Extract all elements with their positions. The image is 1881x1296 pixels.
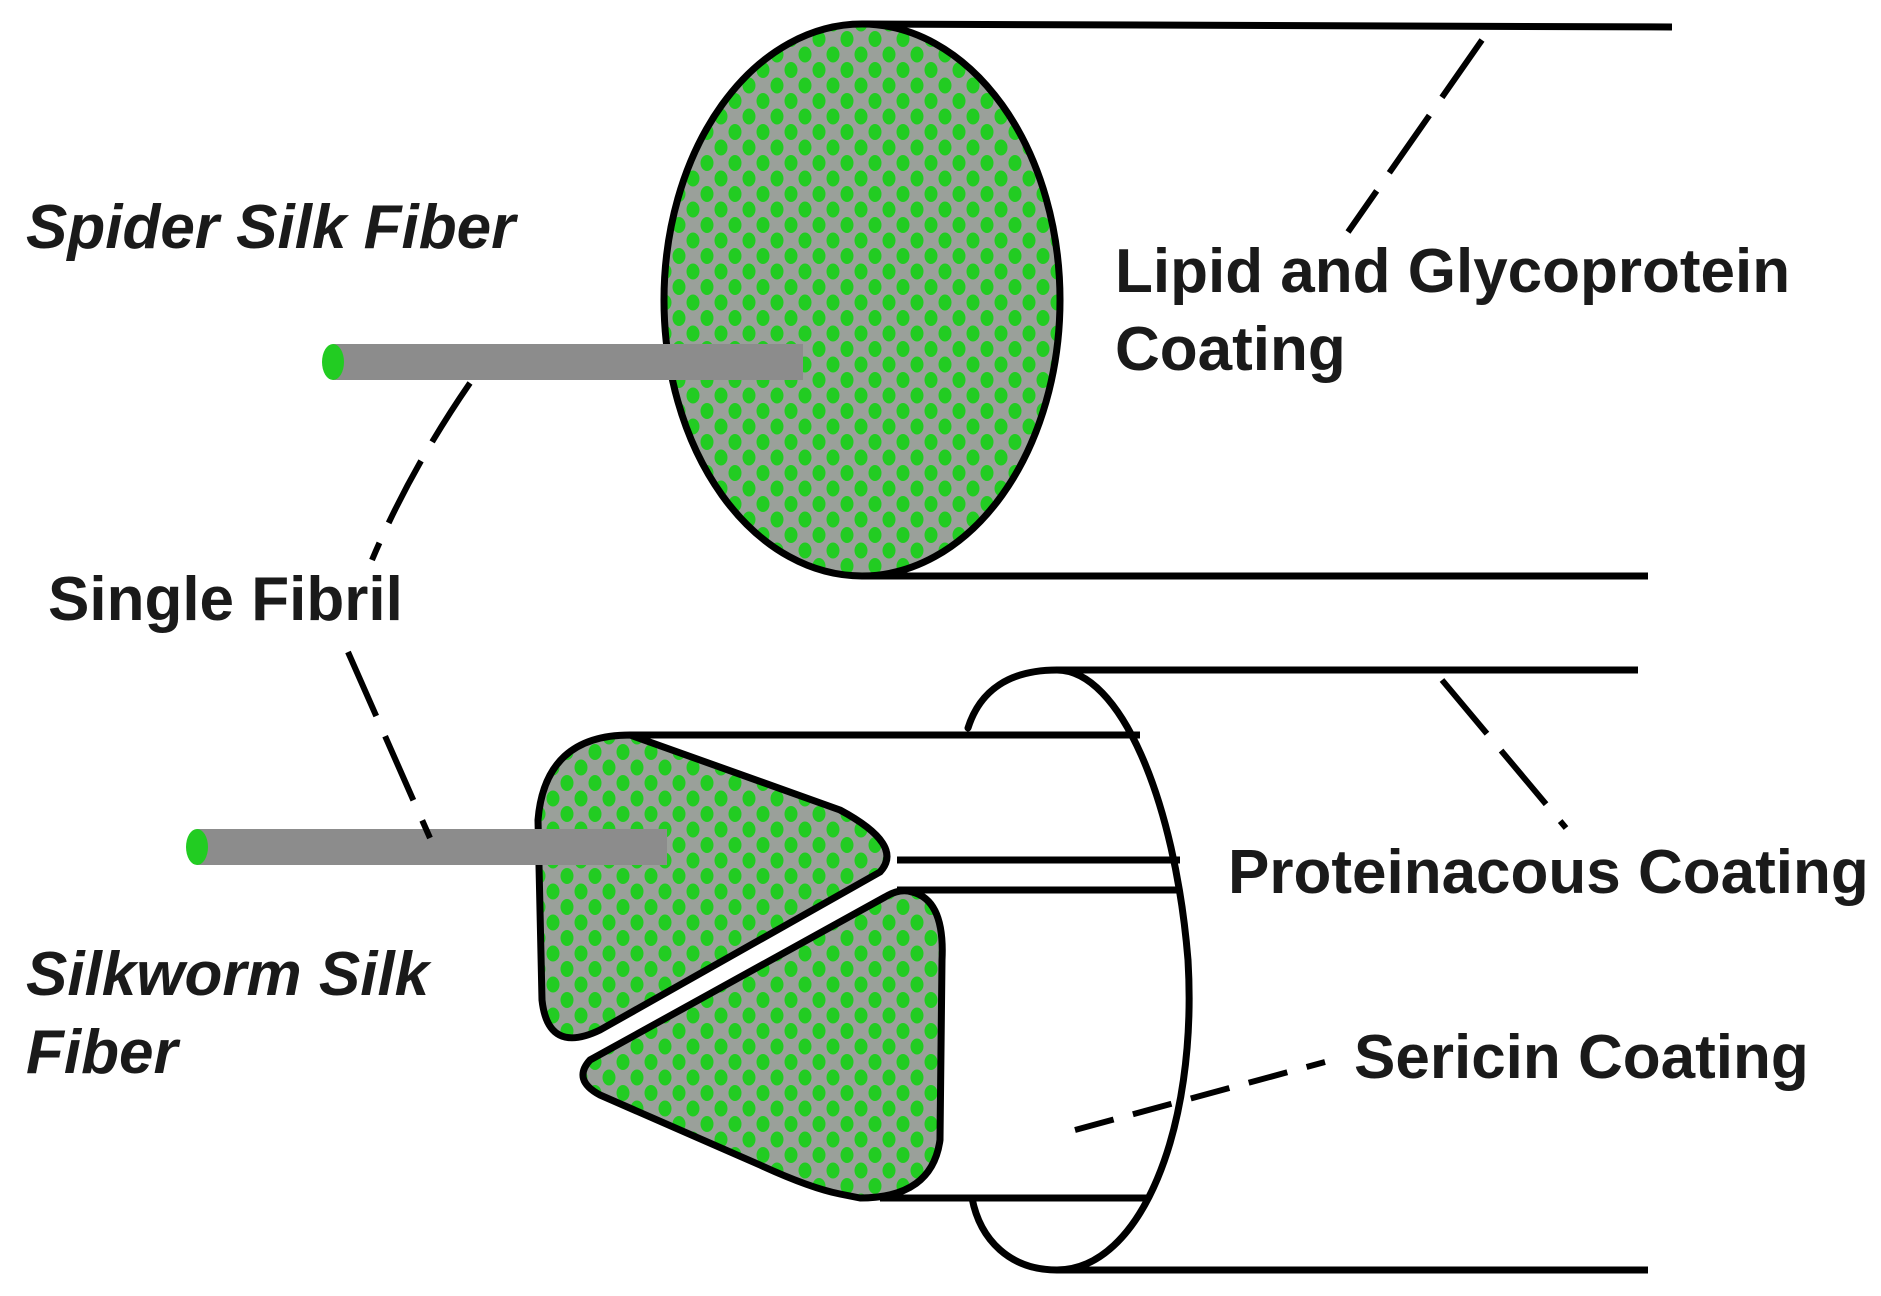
single-fibril-label: Single Fibril [48,565,403,634]
proteinacous-coating-leader [1439,678,1569,830]
single-fibril-leader-lower [345,650,433,840]
outer-coating-end-outline [964,666,1193,1274]
sericin-coating-leader [1074,1059,1326,1133]
proteinacous-coating-label: Proteinacous Coating [1228,838,1869,907]
silkworm-silk-fiber [534,666,1648,1274]
sericin-coating-label: Sericin Coating [1354,1023,1809,1092]
spider-fiber-cross-section [664,24,1060,576]
lipid-coating-leader [1345,38,1485,234]
silkworm-fibril-end [186,829,208,865]
lower-brin-outline [579,887,946,1202]
silkworm-silk-fiber-label-line1: Silkworm Silk [26,940,433,1009]
single-fibril-leader-upper [369,381,473,562]
spider-fiber-top-edge [861,20,1673,31]
lipid-coating-label-line1: Lipid and Glycoprotein [1115,237,1790,306]
upper-brin-cross-section [538,735,887,1038]
spider-silk-fiber-label: Spider Silk Fiber [26,193,518,262]
silkworm-silk-fiber-label-line2: Fiber [26,1018,180,1087]
spider-silk-fiber [660,20,1673,580]
silkworm-single-fibril [186,829,667,865]
lower-brin-cross-section [582,890,943,1198]
lipid-coating-label-line2: Coating [1115,315,1346,384]
spider-single-fibril [322,344,803,380]
spider-fiber-outline [660,20,1064,580]
silkworm-fibril-rod [197,829,667,865]
spider-fibril-end [322,344,344,380]
upper-brin-outline [534,731,891,1042]
spider-fibril-rod [333,344,803,380]
